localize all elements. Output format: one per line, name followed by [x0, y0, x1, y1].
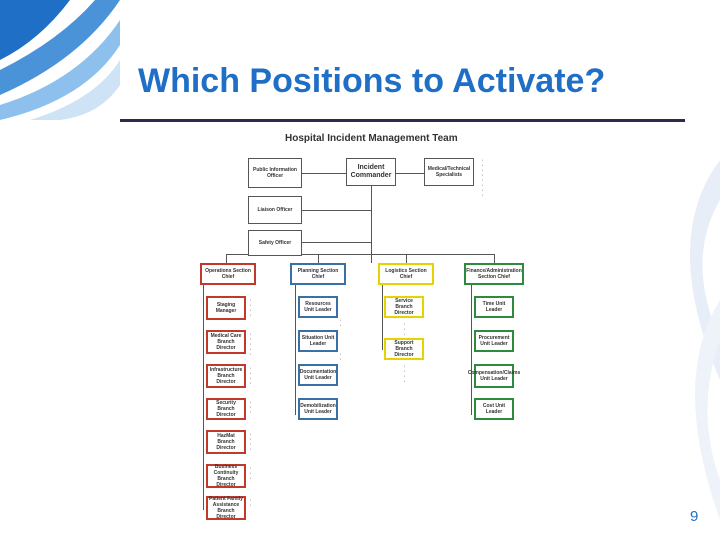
planning-unit-notes: ▪▪: [340, 318, 341, 327]
connector-line: [318, 254, 319, 263]
operations-unit-notes: ▪▪▪▪: [250, 432, 251, 451]
operations-unit-notes: ▪▪▪▪: [250, 366, 251, 385]
connector-line: [494, 254, 495, 263]
finance-unit-box: Procurement Unit Leader: [474, 330, 514, 352]
slide-number: 9: [690, 508, 699, 525]
logistics-section-chief-box: Logistics Section Chief: [378, 263, 434, 285]
decorative-swoosh-icon: [690, 160, 720, 520]
operations-branch-box: HazMat Branch Director: [206, 430, 246, 454]
finance-section-chief-box: Finance/Administration Section Chief: [464, 263, 524, 285]
connector-line: [302, 242, 371, 243]
operations-branch-box: Medical Care Branch Director: [206, 330, 246, 354]
connector-line: [302, 173, 346, 174]
finance-unit-box: Cost Unit Leader: [474, 398, 514, 420]
operations-unit-notes: ▪▪▪: [250, 466, 251, 480]
specialist-notes: ▪▪▪▪▪▪▪▪: [482, 158, 483, 197]
connector-line: [382, 285, 383, 350]
finance-unit-box: Compensation/Claims Unit Leader: [468, 364, 520, 388]
safety-officer-box: Safety Officer: [248, 230, 302, 256]
connector-line: [471, 285, 472, 415]
public-information-officer-box: Public Information Officer: [248, 158, 302, 188]
slide-title: Which Positions to Activate?: [138, 62, 606, 100]
operations-unit-notes: ▪▪▪: [250, 400, 251, 414]
operations-unit-notes: ▪▪▪▪: [250, 298, 251, 317]
logo-icon: [0, 0, 120, 120]
connector-line: [406, 254, 407, 263]
planning-unit-box: Resources Unit Leader: [298, 296, 338, 318]
incident-commander-box: Incident Commander: [346, 158, 396, 186]
liaison-officer-box: Liaison Officer: [248, 196, 302, 224]
planning-unit-box: Situation Unit Leader: [298, 330, 338, 352]
finance-unit-box: Time Unit Leader: [474, 296, 514, 318]
connector-line: [302, 210, 371, 211]
logistics-unit-notes: ▪▪▪▪: [404, 364, 405, 383]
logistics-branch-box: Service Branch Director: [384, 296, 424, 318]
planning-unit-notes: ▪▪: [340, 352, 341, 361]
connector-line: [203, 285, 204, 510]
operations-unit-notes: ▪▪: [250, 498, 251, 507]
operations-branch-box: Staging Manager: [206, 296, 246, 320]
title-divider: [120, 119, 685, 122]
connector-line: [226, 254, 494, 255]
operations-section-chief-box: Operations Section Chief: [200, 263, 256, 285]
operations-branch-box: Security Branch Director: [206, 398, 246, 420]
connector-line: [396, 173, 424, 174]
operations-branch-box: Business Continuity Branch Director: [206, 464, 246, 488]
operations-branch-box: Infrastructure Branch Director: [206, 364, 246, 388]
planning-unit-box: Documentation Unit Leader: [298, 364, 338, 386]
connector-line: [226, 254, 227, 263]
connector-line: [295, 285, 296, 415]
medical-technical-specialists-box: Medical/Technical Specialists: [424, 158, 474, 186]
operations-branch-box: Patient Family Assistance Branch Directo…: [206, 496, 246, 520]
connector-line: [371, 186, 372, 263]
operations-unit-notes: ▪▪▪▪▪: [250, 332, 251, 356]
logistics-unit-notes: ▪▪▪: [404, 322, 405, 336]
planning-unit-box: Demobilization Unit Leader: [298, 398, 338, 420]
org-chart-title: Hospital Incident Management Team: [285, 133, 458, 144]
planning-section-chief-box: Planning Section Chief: [290, 263, 346, 285]
logistics-branch-box: Support Branch Director: [384, 338, 424, 360]
